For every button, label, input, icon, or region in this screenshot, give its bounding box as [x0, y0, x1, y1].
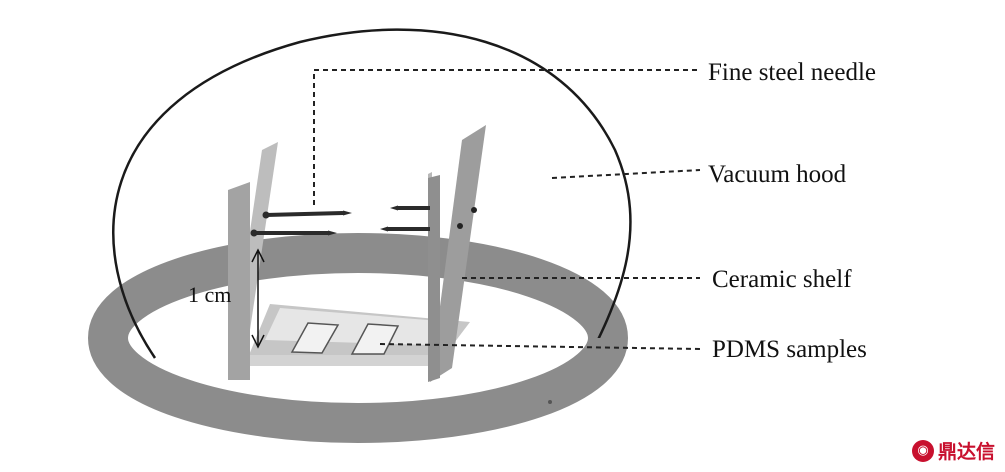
plate-hole	[457, 223, 463, 229]
watermark-text: 鼎达信	[937, 441, 995, 463]
leader-needle	[313, 69, 700, 205]
dimension-label: 1 cm	[188, 282, 231, 307]
needle-tip	[380, 226, 388, 232]
label-pdms-samples: PDMS samples	[712, 336, 867, 363]
needle-head	[250, 229, 258, 237]
needle-tip	[328, 230, 337, 236]
needle-tip	[390, 205, 398, 211]
needles	[250, 205, 430, 237]
ring-speck	[548, 400, 552, 404]
label-ceramic-shelf: Ceramic shelf	[712, 266, 852, 293]
vacuum-hood-dome	[112, 28, 632, 376]
needle-tip	[343, 210, 352, 216]
needle	[265, 211, 344, 217]
plate-hole	[471, 207, 477, 213]
needle-head	[262, 211, 270, 219]
shelf-plate-right-front	[428, 175, 440, 382]
watermark-logo-icon: ◉	[911, 439, 934, 462]
watermark: ◉ 鼎达信	[911, 437, 995, 464]
leader-hood	[551, 169, 701, 179]
shelf-base-top	[234, 355, 445, 366]
shelf-plate-right-face	[430, 125, 486, 382]
pdms-sample-left	[290, 322, 340, 354]
pdms-sample-right	[350, 323, 400, 355]
ceramic-ring-back	[88, 233, 628, 340]
label-fine-steel-needle: Fine steel needle	[708, 59, 876, 86]
ceramic-shelf	[228, 125, 486, 382]
dimension-arrow	[251, 248, 265, 349]
ceramic-ring-front	[88, 336, 628, 443]
label-vacuum-hood: Vacuum hood	[708, 161, 847, 188]
shelf-plate-left	[228, 182, 250, 380]
